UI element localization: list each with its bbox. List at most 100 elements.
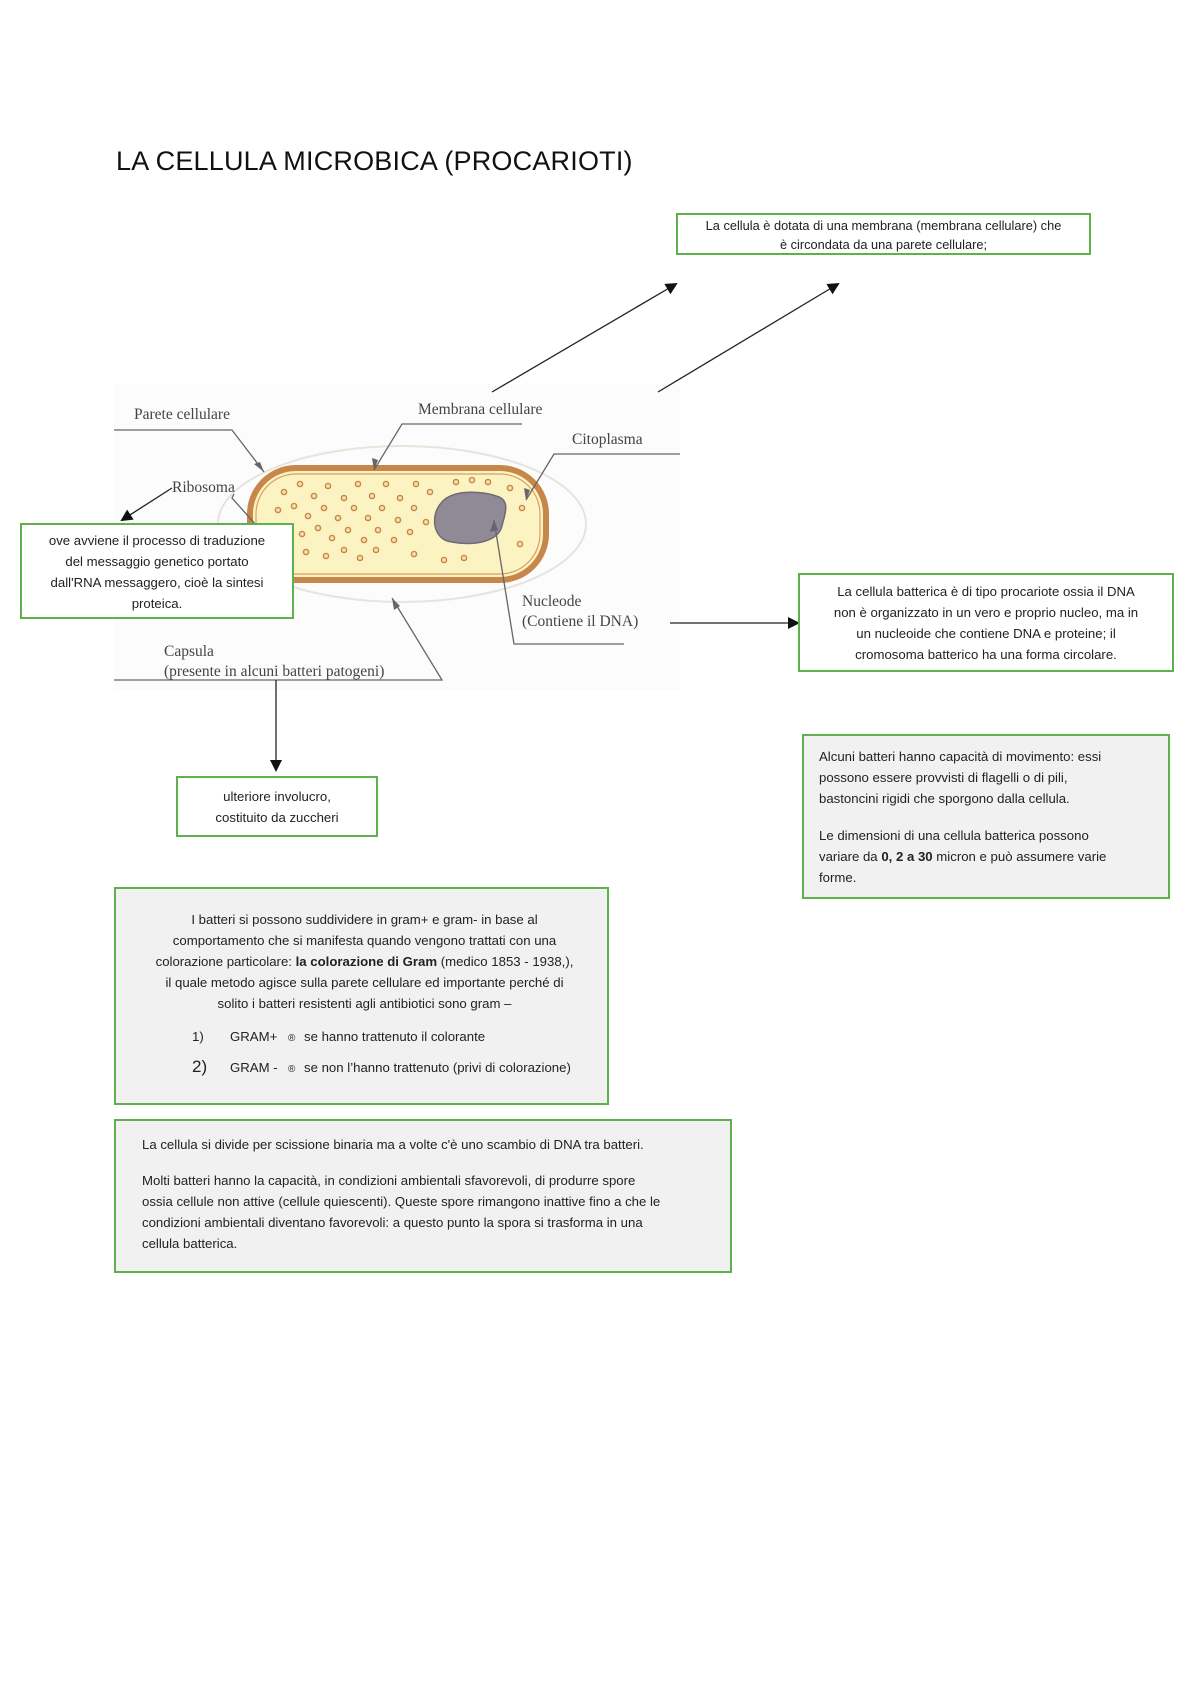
leader-citoplasma — [525, 453, 680, 501]
label-citoplasma: Citoplasma — [572, 431, 643, 448]
ribosome-dot — [280, 488, 288, 496]
label-nucleoide-sub: (Contiene il DNA) — [522, 613, 638, 630]
gram-item-label: GRAM - — [230, 1060, 278, 1075]
leader-capsula — [114, 597, 444, 681]
movement-p1-line3: bastoncini rigidi che sporgono dalla cel… — [819, 791, 1070, 806]
gram-stain-name: la colorazione di Gram — [295, 954, 438, 969]
movement-p2-line2-c: micron e può assumere varie — [932, 849, 1107, 864]
page-title: LA CELLULA MICROBICA (PROCARIOTI) — [116, 146, 633, 176]
ribosome-dot — [304, 512, 312, 520]
nucleoid-note-box: La cellula batterica è di tipo procariot… — [798, 573, 1174, 672]
ribosome-dot — [314, 524, 322, 532]
ribosome-dot — [340, 546, 348, 554]
list-item: 2) GRAM - ® se non l’hanno trattenuto (p… — [192, 1056, 599, 1080]
ribosome-dot — [302, 548, 310, 556]
gram-line5: solito i batteri resistenti agli antibio… — [217, 996, 512, 1011]
ribosome-dot — [360, 536, 368, 544]
gram-note-box: I batteri si possono suddividere in gram… — [114, 887, 609, 1105]
arrow-to-membrane-note-2 — [657, 282, 840, 393]
nucleoid-note-line4: cromosoma batterico ha una forma circola… — [855, 647, 1117, 662]
ribosome-note-box: ove avviene il processo di traduzione de… — [20, 523, 294, 619]
ribosome-note-line4: proteica. — [131, 596, 183, 611]
ribosome-dot — [350, 504, 358, 512]
ribosome-dot — [382, 480, 390, 488]
ribosome-dot — [374, 526, 382, 534]
ribosome-dot — [518, 504, 526, 512]
ribosome-dot — [334, 514, 342, 522]
label-capsula-sub: (presente in alcuni batteri patogeni) — [164, 663, 384, 680]
leader-arrowheads — [254, 458, 530, 610]
label-capsula: Capsula — [164, 643, 214, 660]
gram-list: 1) GRAM+ ® se hanno trattenuto il colora… — [130, 1026, 599, 1080]
arrowhead — [392, 598, 400, 610]
ribosome-dot — [410, 550, 418, 558]
arrowhead — [490, 520, 498, 532]
nucleoid-note-line2: non è organizzato in un vero e proprio n… — [833, 605, 1139, 620]
gram-item-number: 1) — [192, 1029, 204, 1044]
division-p2-line1: Molti batteri hanno la capacità, in cond… — [142, 1173, 636, 1188]
ribosome-dot — [406, 528, 414, 536]
ribosome-dot — [364, 514, 372, 522]
movement-p2-line3: forme. — [819, 870, 857, 885]
ribosome-dot — [506, 484, 514, 492]
ribosome-dot — [368, 492, 376, 500]
ribosome-dot — [310, 492, 318, 500]
ribosome-dot — [468, 476, 476, 484]
arrow-symbol-icon: ® — [288, 1064, 296, 1075]
division-p2-line2: ossia cellule non attive (cellule quiesc… — [142, 1194, 661, 1209]
list-item: 1) GRAM+ ® se hanno trattenuto il colora… — [192, 1026, 599, 1049]
arrowhead — [372, 458, 378, 470]
ribosome-dot — [412, 480, 420, 488]
label-ribosoma: Ribosoma — [172, 479, 235, 496]
gram-line1: I batteri si possono suddividere in gram… — [191, 912, 538, 927]
gram-line3-c: (medico 1853 - 1938,), — [437, 954, 574, 969]
leader-ribosoma — [231, 493, 265, 535]
nucleoid-note-line3: un nucleoide che contiene DNA e proteine… — [856, 626, 1116, 641]
division-p2-line3: condizioni ambientali diventano favorevo… — [142, 1215, 643, 1230]
ribosome-dot — [390, 536, 398, 544]
leader-membrana — [373, 423, 522, 471]
arrowhead — [524, 488, 530, 500]
movement-p1-line1: Alcuni batteri hanno capacità di movimen… — [819, 749, 1102, 764]
ribosome-dot — [378, 504, 386, 512]
movement-p1-line2: possono essere provvisti di flagelli o d… — [819, 770, 1068, 785]
label-nucleoide: Nucleode — [522, 593, 582, 610]
ribosome-note-line2: del messaggio genetico portato — [65, 554, 249, 569]
gram-line4: il quale metodo agisce sulla parete cell… — [165, 975, 564, 990]
ribosome-dot — [452, 478, 460, 486]
gram-line3: colorazione particolare: la colorazione … — [130, 951, 599, 972]
movement-p2-line2-a: variare da — [819, 849, 882, 864]
label-membrana: Membrana cellulare — [418, 401, 542, 418]
ribosome-dot — [298, 530, 306, 538]
gram-line3-a: colorazione particolare: — [155, 954, 296, 969]
movement-size-range: 0, 2 a 30 — [881, 849, 933, 864]
ribosome-dots — [274, 476, 526, 564]
capsule-note-line1: ulteriore involucro, — [223, 789, 331, 804]
ribosome-dot — [354, 480, 362, 488]
arrow-to-membrane-note — [491, 282, 678, 393]
ribosome-dot — [426, 488, 434, 496]
ribosome-dot — [440, 556, 448, 564]
ribosome-note-line3: dall'RNA messaggero, cioè la sintesi — [50, 575, 264, 590]
ribosome-dot — [516, 540, 524, 548]
ribosome-dot — [320, 504, 328, 512]
ribosome-dot — [274, 506, 282, 514]
ribosome-dot — [340, 494, 348, 502]
ribosome-dot — [460, 554, 468, 562]
ribosome-note-line1: ove avviene il processo di traduzione — [48, 533, 266, 548]
arrow-symbol-icon: ® — [288, 1033, 296, 1044]
ribosome-dot — [324, 482, 332, 490]
ribosome-dot — [410, 504, 418, 512]
ribosome-dot — [484, 478, 492, 486]
arrowhead — [254, 462, 264, 472]
gram-line2: comportamento che si manifesta quando ve… — [172, 933, 557, 948]
ribosome-dot — [328, 534, 336, 542]
membrane-note-box: La cellula è dotata di una membrana (mem… — [676, 213, 1091, 255]
gram-item-text: se hanno trattenuto il colorante — [304, 1029, 486, 1044]
ribosome-dot — [396, 494, 404, 502]
ribosome-dot — [296, 480, 304, 488]
nucleoid-note-line1: La cellula batterica è di tipo procariot… — [837, 584, 1135, 599]
division-p2-line4: cellula batterica. — [142, 1236, 238, 1251]
ribosome-dot — [344, 526, 352, 534]
gram-item-number: 2) — [192, 1057, 208, 1076]
